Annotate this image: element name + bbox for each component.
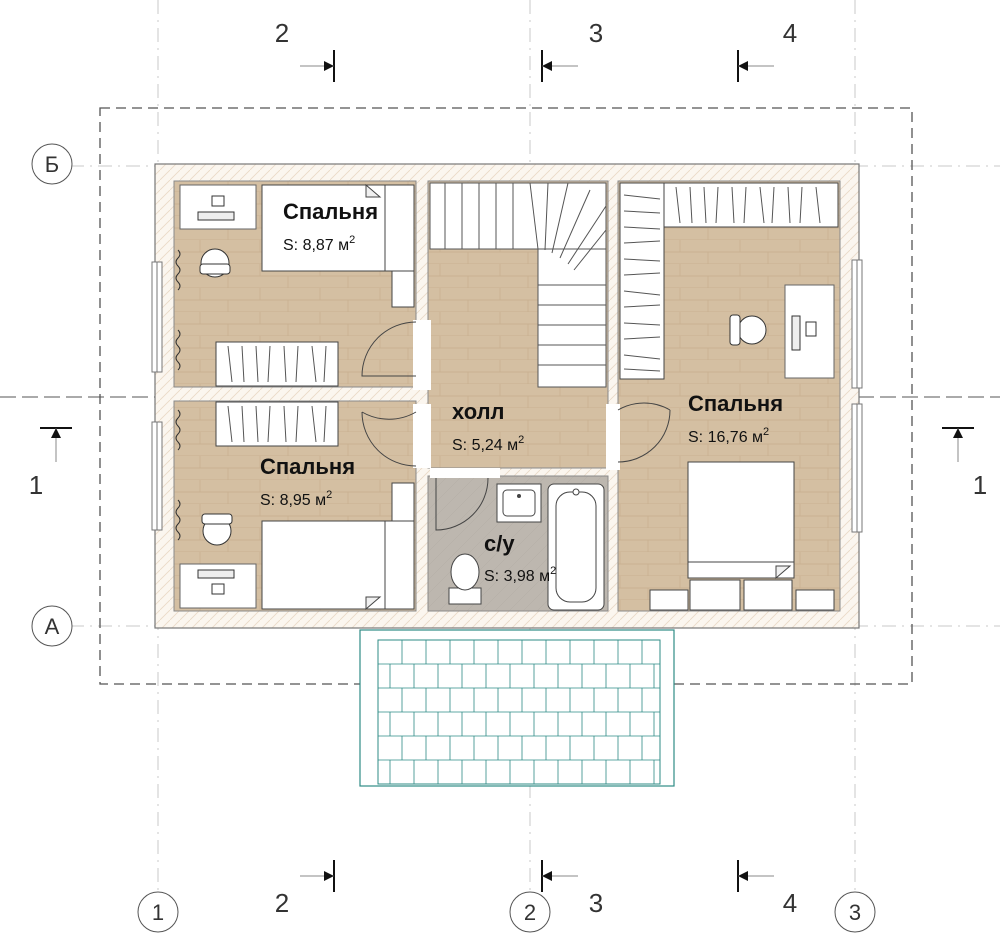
- desk-tl: [179, 184, 257, 230]
- section-bottom-4: 4: [783, 888, 797, 918]
- nightstand-r-right: [795, 589, 835, 611]
- chair-r: [729, 314, 767, 346]
- hall-area: S: 5,24 м2: [452, 434, 524, 454]
- nightstand-bl: [391, 482, 415, 522]
- toilet: [448, 553, 482, 605]
- section-markers-top: [300, 50, 774, 82]
- axis-bubble-1: 1: [152, 900, 164, 925]
- bedroom-bl-title: Спальня: [260, 454, 355, 479]
- pillow-r-2: [743, 579, 793, 611]
- axis-bubble-3: 3: [849, 900, 861, 925]
- wc-title: с/у: [484, 531, 515, 556]
- porch: [359, 629, 675, 787]
- wardrobe-bl: [215, 401, 339, 447]
- wardrobe-r-top: [663, 182, 839, 228]
- desk-bl: [179, 563, 257, 609]
- pillow-r-1: [689, 579, 741, 611]
- bedroom-r-area: S: 16,76 м2: [688, 426, 769, 446]
- axis-bubble-2: 2: [524, 900, 536, 925]
- bed-r: [687, 461, 795, 580]
- chair-bl: [201, 513, 233, 546]
- bedroom-bl-area: S: 8,95 м2: [260, 489, 332, 509]
- section-bottom-2: 2: [275, 888, 289, 918]
- wc-area: S: 3,98 м2: [484, 565, 556, 585]
- section-top-4: 4: [783, 18, 797, 48]
- bed-tl: [261, 183, 415, 272]
- doors: [361, 320, 671, 531]
- chair-tl: [199, 248, 231, 278]
- section-side-right: 1: [973, 470, 987, 500]
- section-bottom-3: 3: [589, 888, 603, 918]
- nightstand-r-left: [649, 589, 689, 611]
- interior-walls: [173, 180, 841, 612]
- curtains: [175, 249, 181, 541]
- bedroom-tl-area: S: 8,87 м2: [283, 234, 355, 254]
- section-side-left: 1: [29, 470, 43, 500]
- nightstand-tl: [391, 270, 415, 308]
- bed-bl: [261, 520, 415, 611]
- section-markers-side: [40, 427, 974, 462]
- sink: [496, 483, 542, 523]
- wardrobe-r-left: [619, 182, 665, 380]
- section-top-2: 2: [275, 18, 289, 48]
- axis-bubble-B: Б: [45, 152, 59, 177]
- staircase: [429, 182, 607, 388]
- bathtub: [547, 483, 605, 611]
- windows: [151, 259, 863, 533]
- hall-title: холл: [452, 399, 505, 424]
- axis-bubbles: [31, 143, 876, 933]
- section-top-3: 3: [589, 18, 603, 48]
- bedroom-r-title: Спальня: [688, 391, 783, 416]
- section-markers-bottom: [300, 860, 774, 892]
- axis-bubble-A: А: [45, 614, 60, 639]
- wardrobe-tl: [215, 341, 339, 387]
- bedroom-tl-title: Спальня: [283, 199, 378, 224]
- desk-r: [784, 284, 835, 379]
